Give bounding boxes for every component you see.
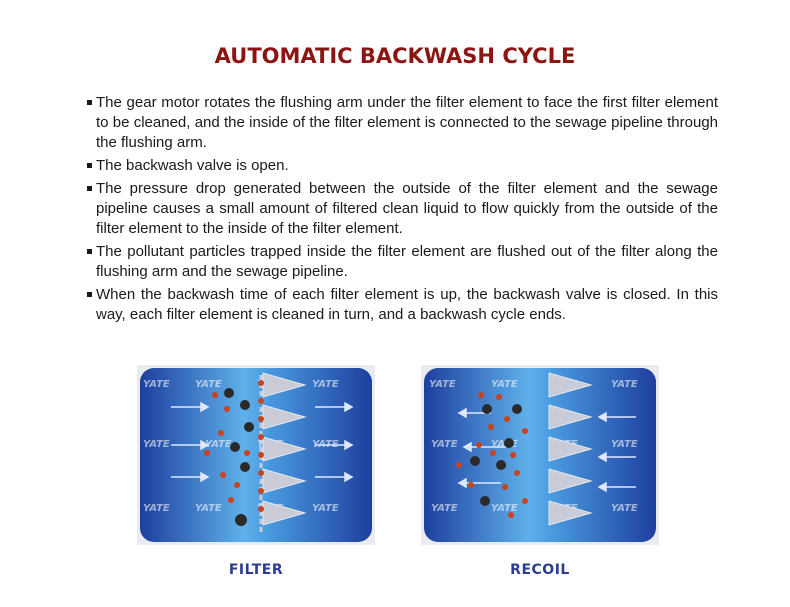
filter-diagram-illustration: YATE YATE YATE YATE YATE YATE YATE YATE … — [140, 368, 372, 542]
flow-arrows-right — [171, 401, 354, 483]
watermark: YATE — [312, 379, 339, 390]
bullet-text: The gear motor rotates the flushing arm … — [96, 94, 718, 151]
recoil-caption: RECOIL — [510, 562, 570, 578]
watermark: YATE — [611, 503, 638, 514]
watermark: YATE — [195, 503, 222, 514]
bullet-item: When the backwash time of each filter el… — [87, 285, 718, 325]
bullet-marker — [87, 163, 92, 168]
watermark: YATE — [143, 379, 170, 390]
bullet-item: The gear motor rotates the flushing arm … — [87, 93, 718, 153]
watermark: YATE — [611, 439, 638, 450]
watermark: YATE — [429, 379, 456, 390]
filter-caption: FILTER — [228, 562, 284, 578]
bullet-list: The gear motor rotates the flushing arm … — [87, 93, 718, 328]
watermark: YATE — [143, 503, 170, 514]
watermark: YATE — [611, 379, 638, 390]
watermark: YATE — [195, 379, 222, 390]
bullet-text: The backwash valve is open. — [96, 157, 289, 174]
pollutant-particles — [456, 392, 528, 518]
bullet-item: The backwash valve is open. — [87, 156, 718, 176]
watermark: YATE — [312, 503, 339, 514]
filter-element-cones — [548, 372, 593, 526]
watermark: YATE — [431, 439, 458, 450]
watermark: YATE — [491, 379, 518, 390]
bullet-marker — [87, 186, 92, 191]
watermark: YATE — [143, 439, 170, 450]
bullet-marker — [87, 100, 92, 105]
bullet-text: When the backwash time of each filter el… — [96, 286, 718, 323]
bullet-marker — [87, 249, 92, 254]
bullet-marker — [87, 292, 92, 297]
pollutant-particles — [204, 380, 264, 526]
page-title: AUTOMATIC BACKWASH CYCLE — [214, 44, 576, 68]
recoil-diagram: YATE YATE YATE YATE YATE YATE YATE YATE … — [421, 365, 659, 545]
bullet-text: The pressure drop generated between the … — [96, 180, 718, 237]
recoil-water-area — [424, 368, 656, 542]
recoil-diagram-illustration: YATE YATE YATE YATE YATE YATE YATE YATE … — [424, 368, 656, 542]
filter-diagram: YATE YATE YATE YATE YATE YATE YATE YATE … — [137, 365, 375, 545]
watermark: YATE — [491, 503, 518, 514]
bullet-item: The pressure drop generated between the … — [87, 179, 718, 239]
bullet-item: The pollutant particles trapped inside t… — [87, 242, 718, 282]
bullet-text: The pollutant particles trapped inside t… — [96, 243, 718, 280]
watermark: YATE — [205, 439, 232, 450]
watermark: YATE — [431, 503, 458, 514]
filter-water-area — [140, 368, 372, 542]
